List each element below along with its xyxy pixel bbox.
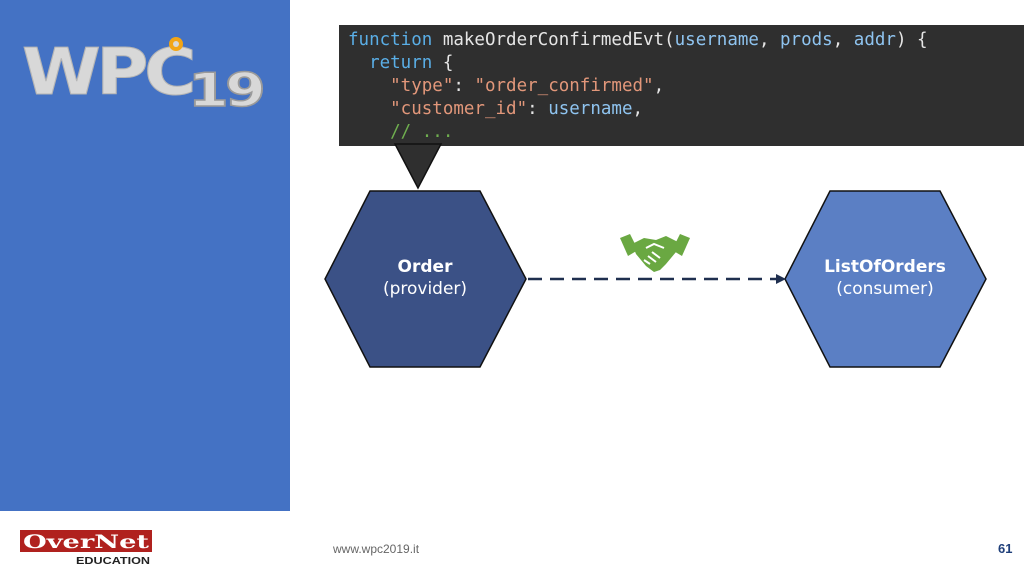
code-token: ) { [895,30,928,50]
code-token: { [442,53,454,73]
code-token: makeOrderConfirmedEvt [442,30,665,50]
code-callout-pointer [393,143,443,190]
page-number: 61 [998,541,1013,556]
sidebar-panel: WPC 19 [0,0,290,511]
code-token: addr [853,30,896,50]
provider-label: Order (provider) [360,256,490,300]
code-token: , [758,30,781,50]
consumer-role: (consumer) [836,279,934,299]
code-token: ( [664,30,675,50]
provider-hexagon [324,190,527,368]
consumer-label: ListOfOrders (consumer) [805,256,965,300]
consumer-name: ListOfOrders [824,257,946,277]
code-token: , [653,76,665,96]
code-token: "order_confirmed" [474,76,654,96]
code-snippet: function makeOrderConfirmedEvt(username,… [339,25,1024,146]
provider-name: Order [397,257,453,277]
svg-text:OverNet: OverNet [23,531,149,553]
code-line: return { [348,52,1024,75]
code-token: : [453,76,475,96]
svg-text:19: 19 [188,63,263,115]
contract-arrow-head [776,274,786,284]
code-token: , [832,30,854,50]
code-token: username [674,30,759,50]
code-token: : [527,99,549,119]
handshake-icon [620,234,690,272]
svg-text:WPC: WPC [22,36,192,110]
code-token: "customer_id" [348,99,528,119]
overnet-education-logo: OverNet EDUCATION [20,530,152,567]
footer-url: www.wpc2019.it [333,542,420,556]
svg-text:EDUCATION: EDUCATION [76,556,150,567]
code-line: function makeOrderConfirmedEvt(username,… [348,29,1024,52]
code-line: // ... [348,121,1024,144]
code-token: return [348,53,443,73]
provider-role: (provider) [382,279,468,299]
code-token: "type" [348,76,454,96]
code-line: "type": "order_confirmed", [348,75,1024,98]
code-token: username [548,99,633,119]
wpc19-logo: WPC 19 [22,36,266,116]
code-token: function [348,30,443,50]
code-line: "customer_id": username, [348,98,1024,121]
code-token: , [632,99,644,119]
code-token: prods [780,30,833,50]
code-token: // ... [348,122,454,142]
